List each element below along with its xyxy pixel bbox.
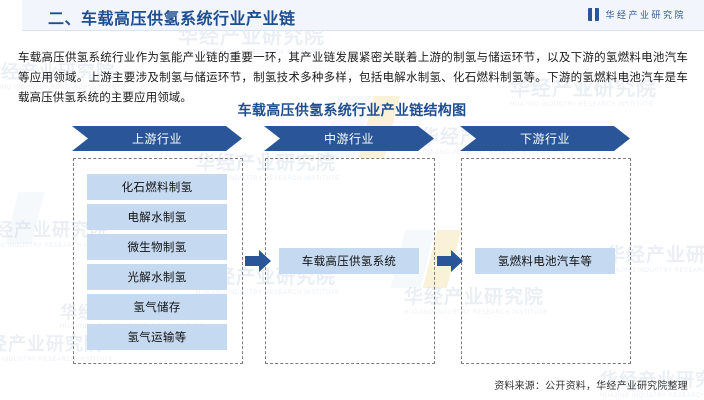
upstream-item-list: 化石燃料制氢 电解水制氢 微生物制氢 光解水制氢 氢气储存 氢气运输等 <box>87 174 227 354</box>
node-box: 氢气运输等 <box>87 324 227 350</box>
node-box: 微生物制氢 <box>87 234 227 260</box>
source-note: 资料来源：公开资料，华经产业研究院整理 <box>494 381 688 392</box>
page-title: 二、车载高压供氢系统行业产业链 <box>48 11 296 28</box>
stage-panel-upstream <box>73 158 243 364</box>
node-box: 氢气储存 <box>87 294 227 320</box>
arrow-right-icon <box>245 250 271 272</box>
industry-chain-diagram: 上游行业 中游行业 下游行业 化石燃料制氢 电解水制氢 微生物制氢 光解水制氢 … <box>0 126 704 376</box>
brand-name: 华经产业研究院 <box>605 10 686 20</box>
brand-logo: 华经产业研究院 <box>588 8 686 21</box>
book-icon <box>588 8 600 21</box>
stage-banner-midstream: 中游行业 <box>264 126 434 151</box>
node-box: 化石燃料制氢 <box>87 174 227 200</box>
node-box-downstream: 氢燃料电池汽车等 <box>475 248 615 274</box>
stage-banner-upstream: 上游行业 <box>72 126 242 151</box>
intro-paragraph: 车载高压供氢系统行业作为氢能产业链的重要一环，其产业链发展紧密关联着上游的制氢与… <box>18 51 688 104</box>
node-box-midstream: 车载高压供氢系统 <box>279 248 419 274</box>
node-box: 电解水制氢 <box>87 204 227 230</box>
node-box: 光解水制氢 <box>87 264 227 290</box>
chart-title: 车载高压供氢系统行业产业链结构图 <box>237 102 467 118</box>
stage-banner-downstream: 下游行业 <box>460 126 630 151</box>
arrow-right-icon <box>437 250 463 272</box>
